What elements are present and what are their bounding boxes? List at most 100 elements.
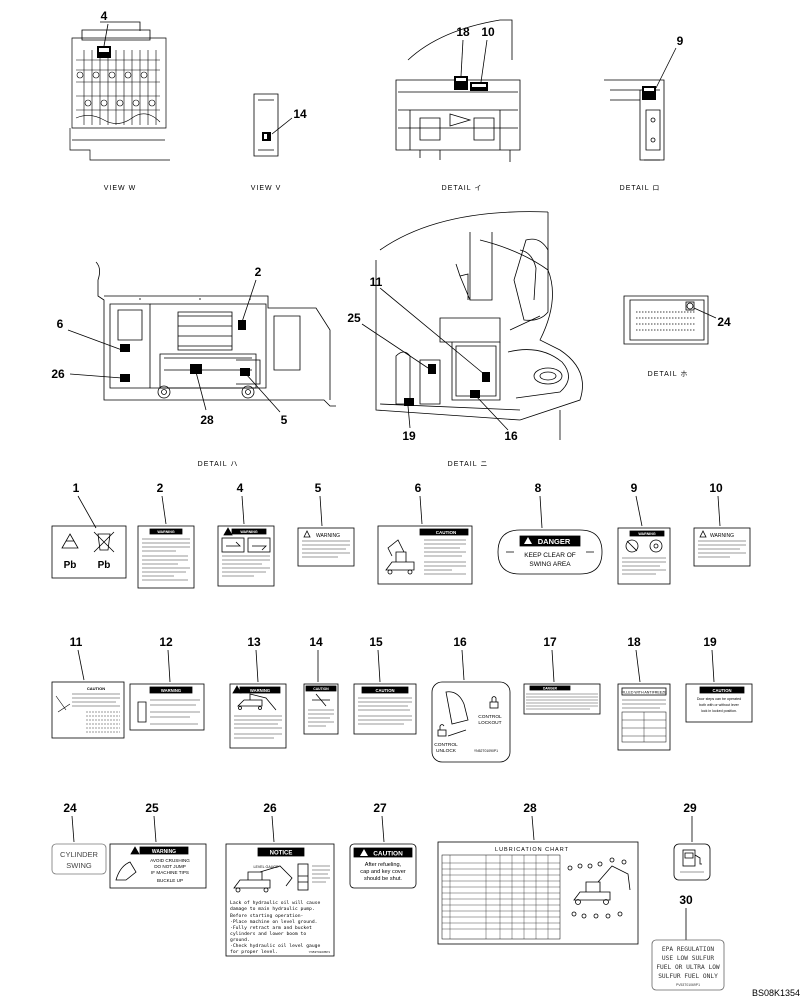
caption-view-v: VIEW V bbox=[251, 185, 282, 192]
excavator-pictogram bbox=[385, 539, 415, 575]
fuel-pump-icon bbox=[682, 849, 702, 867]
svg-text:LOCKOUT: LOCKOUT bbox=[478, 720, 501, 726]
svg-text:SWING: SWING bbox=[66, 861, 92, 870]
svg-text:both with or without lever: both with or without lever bbox=[699, 703, 740, 707]
detail-ro-drawing bbox=[604, 47, 677, 161]
svg-text:LEVEL GAUGE: LEVEL GAUGE bbox=[253, 865, 279, 869]
callout-9: 9 bbox=[677, 34, 684, 48]
svg-text:IF MACHINE TIPS: IF MACHINE TIPS bbox=[151, 870, 189, 875]
svg-text:24: 24 bbox=[63, 801, 77, 815]
svg-text:YN52T01090P1: YN52T01090P1 bbox=[474, 749, 498, 753]
label-18: 18 FILLED WITH ANTIFREEZE bbox=[617, 635, 671, 751]
svg-text:WARNING: WARNING bbox=[316, 533, 340, 539]
callout-10: 10 bbox=[481, 25, 495, 39]
svg-text:BUCKLE UP: BUCKLE UP bbox=[157, 878, 183, 883]
svg-text:2: 2 bbox=[157, 481, 164, 495]
svg-text:DO NOT JUMP: DO NOT JUMP bbox=[154, 864, 186, 869]
svg-text:CAUTION: CAUTION bbox=[375, 688, 394, 693]
svg-text:EPA REGULATION: EPA REGULATION bbox=[662, 946, 714, 953]
caption-detail-i: DETAIL イ bbox=[442, 185, 483, 192]
excavator-lube-diagram bbox=[567, 857, 631, 919]
svg-text:damage to main hydraulic pump.: damage to main hydraulic pump. bbox=[230, 906, 315, 912]
detail-ni-drawing bbox=[361, 211, 583, 440]
svg-text:19: 19 bbox=[703, 635, 717, 649]
svg-text:WARNING: WARNING bbox=[250, 688, 270, 693]
svg-text:CAUTION: CAUTION bbox=[373, 851, 403, 858]
svg-text:15: 15 bbox=[369, 635, 383, 649]
view-w-drawing bbox=[69, 21, 170, 161]
svg-text:5: 5 bbox=[315, 481, 322, 495]
callout-5: 5 bbox=[281, 413, 288, 427]
svg-text:30: 30 bbox=[679, 893, 693, 907]
label-10: 10 WARNING bbox=[693, 481, 751, 567]
callout-2: 2 bbox=[255, 265, 262, 279]
callout-24: 24 bbox=[717, 315, 731, 329]
svg-text:27: 27 bbox=[373, 801, 387, 815]
svg-text:9: 9 bbox=[631, 481, 638, 495]
recycle-icon bbox=[61, 533, 79, 549]
detail-ha-drawing bbox=[67, 261, 336, 413]
svg-text:PV53T01069P1: PV53T01069P1 bbox=[676, 983, 700, 987]
svg-text:for proper level.: for proper level. bbox=[230, 949, 278, 955]
svg-text:6: 6 bbox=[415, 481, 422, 495]
svg-text:WARNING: WARNING bbox=[240, 530, 258, 534]
svg-text:·Fully retract arm and bucket: ·Fully retract arm and bucket bbox=[230, 925, 312, 931]
svg-text:FILLED WITH ANTIFREEZE: FILLED WITH ANTIFREEZE bbox=[621, 691, 667, 695]
svg-text:LUBRICATION CHART: LUBRICATION CHART bbox=[495, 847, 569, 853]
label-30: 30 EPA REGULATION USE LOW SULFUR FUEL OR… bbox=[651, 893, 725, 991]
svg-text:29: 29 bbox=[683, 801, 697, 815]
svg-text:26: 26 bbox=[263, 801, 277, 815]
view-v-drawing bbox=[253, 93, 293, 157]
svg-text:CAUTION: CAUTION bbox=[87, 686, 105, 691]
svg-text:CAUTION: CAUTION bbox=[712, 688, 731, 693]
svg-text:CONTROL: CONTROL bbox=[478, 714, 502, 720]
label-17: 17 DANGER bbox=[523, 635, 601, 715]
svg-text:WARNING: WARNING bbox=[157, 530, 175, 534]
label-2: 2 WARNING bbox=[137, 481, 195, 589]
callout-14: 14 bbox=[293, 107, 307, 121]
svg-text:YN53T01035P1: YN53T01035P1 bbox=[309, 950, 331, 954]
svg-text:·Check hydraulic oil level gau: ·Check hydraulic oil level gauge bbox=[230, 943, 320, 949]
svg-text:Pb: Pb bbox=[98, 560, 111, 571]
drawing-code: BS08K1354 bbox=[752, 988, 800, 998]
svg-text:WARNING: WARNING bbox=[152, 849, 176, 855]
svg-text:SULFUR FUEL ONLY: SULFUR FUEL ONLY bbox=[658, 973, 718, 980]
svg-text:ground.: ground. bbox=[230, 937, 250, 943]
svg-text:USE LOW SULFUR: USE LOW SULFUR bbox=[662, 955, 714, 962]
svg-text:WARNING: WARNING bbox=[161, 688, 181, 693]
svg-text:Pb: Pb bbox=[64, 560, 77, 571]
svg-text:AVOID CRUSHING: AVOID CRUSHING bbox=[150, 858, 190, 863]
caption-detail-ha: DETAIL ハ bbox=[198, 461, 239, 468]
svg-text:WARNING: WARNING bbox=[710, 533, 734, 539]
label-29: 29 bbox=[673, 801, 711, 881]
svg-text:SWING AREA: SWING AREA bbox=[529, 561, 571, 568]
svg-text:DANGER: DANGER bbox=[538, 537, 571, 546]
svg-text:KEEP CLEAR OF: KEEP CLEAR OF bbox=[524, 552, 576, 559]
callout-28: 28 bbox=[200, 413, 214, 427]
svg-text:4: 4 bbox=[237, 481, 244, 495]
caption-detail-ro: DETAIL ロ bbox=[620, 185, 661, 192]
detail-i-drawing bbox=[395, 19, 521, 162]
label-24: 24 CYLINDER SWING bbox=[51, 801, 107, 875]
caption-view-w: VIEW W bbox=[104, 185, 136, 192]
svg-text:CONTROL: CONTROL bbox=[434, 742, 458, 748]
svg-text:10: 10 bbox=[709, 481, 723, 495]
svg-text:28: 28 bbox=[523, 801, 537, 815]
label-25: 25 WARNING AVOID CRUSHING DO NOT JUMP IF… bbox=[109, 801, 207, 889]
detail-ho-drawing bbox=[623, 295, 717, 345]
label-12: 12 WARNING bbox=[129, 635, 205, 731]
label-15: 15 CAUTION bbox=[353, 635, 417, 735]
label-6: 6 CAUTION bbox=[377, 481, 473, 585]
svg-text:14: 14 bbox=[309, 635, 323, 649]
svg-text:CYLINDER: CYLINDER bbox=[60, 850, 99, 859]
label-11: 11 CAUTION bbox=[51, 635, 125, 739]
svg-text:UNLOCK: UNLOCK bbox=[436, 748, 457, 754]
svg-text:CAUTION: CAUTION bbox=[436, 530, 457, 535]
label-8: 8 DANGER KEEP CLEAR OF SWING AREA bbox=[497, 481, 603, 575]
svg-text:Door steps can be operated: Door steps can be operated bbox=[697, 697, 741, 701]
label-16: 16 CONTROL LOCKOUT CONTROL UNLOCK YN52T0… bbox=[431, 635, 511, 763]
svg-text:·Place machine on level ground: ·Place machine on level ground. bbox=[230, 919, 318, 925]
svg-text:lock in locked position.: lock in locked position. bbox=[701, 709, 737, 713]
svg-text:1: 1 bbox=[73, 481, 80, 495]
